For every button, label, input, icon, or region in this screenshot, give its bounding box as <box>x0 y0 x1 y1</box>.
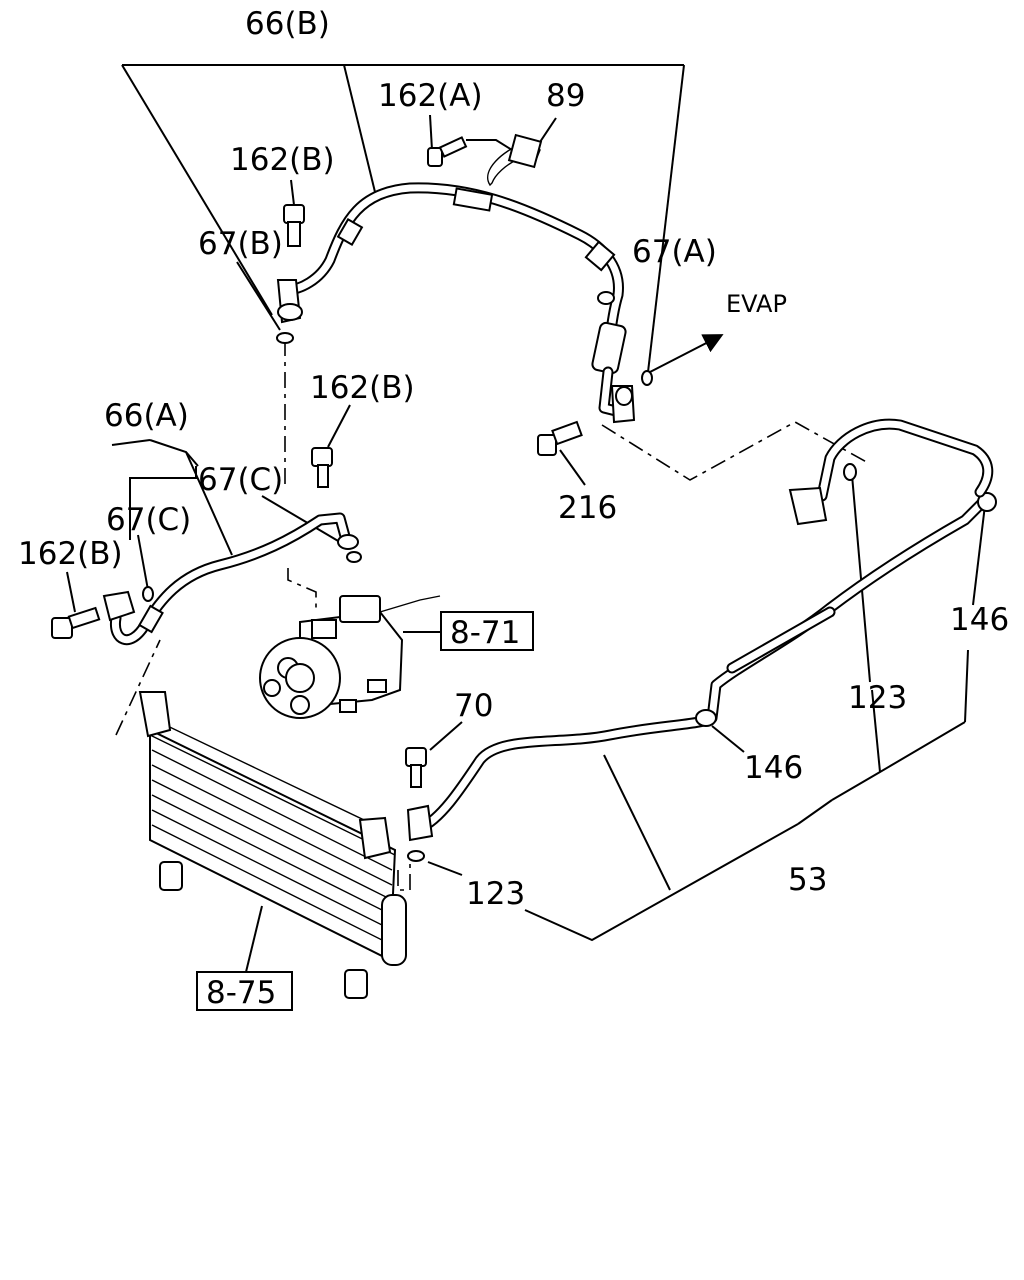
label-bolt-162b-mid: 162(B) <box>310 370 415 406</box>
bolt-216 <box>537 420 583 456</box>
ref-box-condenser[interactable]: 8-75 <box>196 971 293 1011</box>
bolt-70 <box>405 747 427 788</box>
bracket-89 <box>487 133 543 187</box>
hose-evap-connector <box>591 291 636 424</box>
label-pipe-53: 53 <box>788 862 827 898</box>
leader-lines <box>66 64 986 942</box>
pipe-53 <box>406 492 997 842</box>
bolt-162a <box>427 136 468 167</box>
oring-67b <box>276 332 294 344</box>
ref-condenser-label: 8-75 <box>206 975 276 1011</box>
oring-67c-lower <box>142 586 154 602</box>
label-evap: EVAP <box>726 290 787 318</box>
label-bolt-70: 70 <box>454 688 493 724</box>
oring-123-lower <box>407 850 425 862</box>
bolt-162b-left <box>51 606 101 639</box>
label-oring-123-lower: 123 <box>466 876 525 912</box>
label-hose-66b: 66(B) <box>245 6 330 42</box>
condenser-ref-leader <box>245 905 263 973</box>
condenser <box>138 691 407 999</box>
oring-67a <box>641 370 653 386</box>
ref-box-compressor[interactable]: 8-71 <box>440 611 534 651</box>
label-oring-123-right: 123 <box>848 680 907 716</box>
hose-66a <box>102 512 359 646</box>
hose-66b <box>276 182 624 346</box>
bolt-162b-mid <box>311 447 333 488</box>
label-bolt-162a: 162(A) <box>378 78 483 114</box>
label-oring-67c-lower: 67(C) <box>106 502 191 538</box>
compressor <box>259 595 441 719</box>
label-clip-146-mid: 146 <box>744 750 803 786</box>
callout-labels: 66(B) 162(A) 89 162(B) 67(B) 67(A) EVAP … <box>18 6 1009 912</box>
label-bolt-216: 216 <box>558 490 617 526</box>
label-bracket-89: 89 <box>546 78 585 114</box>
label-bolt-162b-left: 162(B) <box>18 536 123 572</box>
assembly-dash-lines <box>115 340 871 891</box>
ref-compressor-label: 8-71 <box>450 615 520 651</box>
oring-67c-upper <box>346 551 362 563</box>
label-bolt-162b-top: 162(B) <box>230 142 335 178</box>
label-clip-146-right: 146 <box>950 602 1009 638</box>
label-oring-67b: 67(B) <box>198 226 283 262</box>
pipe-upper-right <box>788 418 994 526</box>
label-oring-67c-upper: 67(C) <box>198 462 283 498</box>
label-hose-66a: 66(A) <box>104 398 189 434</box>
label-oring-67a: 67(A) <box>632 234 717 270</box>
bolt-162b-top <box>283 204 305 247</box>
